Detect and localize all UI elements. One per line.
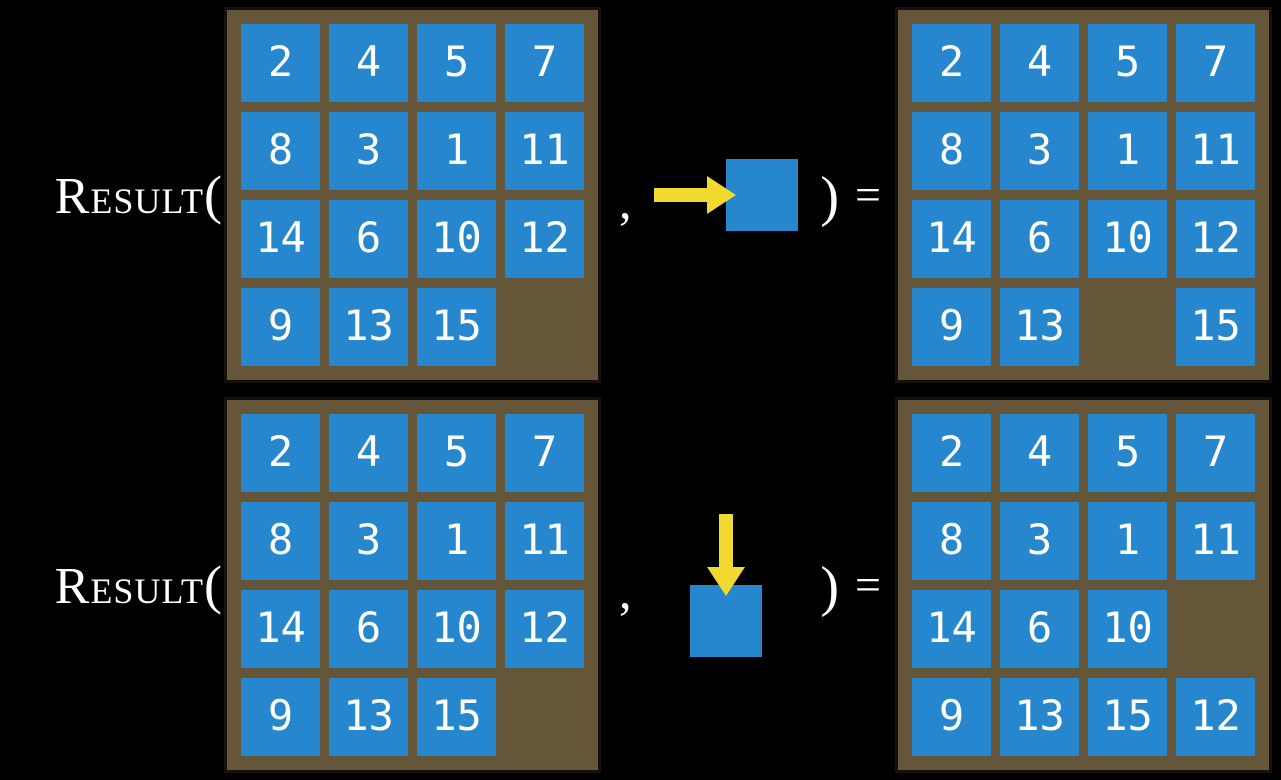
blank-cell (1176, 590, 1255, 668)
tile-8: 8 (912, 112, 991, 190)
tile-5: 5 (417, 24, 496, 102)
tile-11: 11 (505, 502, 584, 580)
sliding-tile-square (725, 159, 798, 231)
tile-13: 13 (329, 288, 408, 366)
blank-cell (505, 288, 584, 366)
tile-13: 13 (329, 678, 408, 756)
tile-12: 12 (1176, 678, 1255, 756)
tile-7: 7 (505, 414, 584, 492)
tile-5: 5 (1088, 24, 1167, 102)
tile-14: 14 (241, 200, 320, 278)
tile-9: 9 (241, 288, 320, 366)
tile-3: 3 (1000, 502, 1079, 580)
tile-3: 3 (329, 112, 408, 190)
tile-9: 9 (912, 678, 991, 756)
tile-12: 12 (505, 590, 584, 668)
tile-10: 10 (1088, 590, 1167, 668)
tile-13: 13 (1000, 678, 1079, 756)
tile-2: 2 (241, 414, 320, 492)
tile-12: 12 (1176, 200, 1255, 278)
tile-7: 7 (1176, 24, 1255, 102)
close-paren: ) (820, 166, 840, 228)
open-paren: ( (204, 164, 222, 225)
tile-8: 8 (241, 502, 320, 580)
action-slide-down (689, 513, 762, 657)
tile-6: 6 (329, 200, 408, 278)
tile-14: 14 (912, 200, 991, 278)
tile-5: 5 (417, 414, 496, 492)
tile-8: 8 (241, 112, 320, 190)
tile-6: 6 (1000, 200, 1079, 278)
tile-1: 1 (1088, 502, 1167, 580)
tile-15: 15 (417, 678, 496, 756)
tile-2: 2 (241, 24, 320, 102)
comma-separator: , (619, 173, 632, 229)
tile-15: 15 (1088, 678, 1167, 756)
equals-sign: = (855, 169, 881, 220)
tile-10: 10 (1088, 200, 1167, 278)
close-paren-equals: ) = (820, 166, 881, 228)
result-label-text: Result (54, 167, 205, 225)
tile-3: 3 (329, 502, 408, 580)
tile-4: 4 (329, 24, 408, 102)
tile-10: 10 (417, 200, 496, 278)
close-paren-equals: ) = (820, 556, 881, 618)
action-section-2: , ) = (601, 513, 895, 657)
tile-15: 15 (417, 288, 496, 366)
tile-5: 5 (1088, 414, 1167, 492)
tile-4: 4 (329, 414, 408, 492)
arrow-down-icon (706, 513, 745, 596)
equals-sign: = (855, 559, 881, 610)
result-function-label: Result( (0, 558, 224, 613)
blank-cell (1088, 288, 1167, 366)
tile-2: 2 (912, 24, 991, 102)
tile-1: 1 (1088, 112, 1167, 190)
tile-12: 12 (505, 200, 584, 278)
tile-15: 15 (1176, 288, 1255, 366)
action-section-1: , ) = (601, 159, 895, 231)
close-paren: ) (820, 556, 840, 618)
comma-separator: , (619, 563, 632, 619)
tile-13: 13 (1000, 288, 1079, 366)
tile-1: 1 (417, 502, 496, 580)
tile-11: 11 (1176, 502, 1255, 580)
tile-10: 10 (417, 590, 496, 668)
tile-4: 4 (1000, 414, 1079, 492)
tile-14: 14 (241, 590, 320, 668)
tile-3: 3 (1000, 112, 1079, 190)
result-label-text: Result (54, 557, 205, 615)
tile-6: 6 (1000, 590, 1079, 668)
tile-7: 7 (1176, 414, 1255, 492)
action-slide-right (653, 159, 798, 231)
sliding-tile-square (689, 584, 762, 657)
result-function-label: Result( (0, 168, 224, 223)
tile-6: 6 (329, 590, 408, 668)
tile-8: 8 (912, 502, 991, 580)
tile-4: 4 (1000, 24, 1079, 102)
tile-1: 1 (417, 112, 496, 190)
tile-9: 9 (912, 288, 991, 366)
tile-11: 11 (505, 112, 584, 190)
tile-14: 14 (912, 590, 991, 668)
tile-7: 7 (505, 24, 584, 102)
tile-2: 2 (912, 414, 991, 492)
tile-9: 9 (241, 678, 320, 756)
arrow-right-icon (653, 176, 736, 214)
tile-11: 11 (1176, 112, 1255, 190)
open-paren: ( (204, 554, 222, 615)
blank-cell (505, 678, 584, 756)
